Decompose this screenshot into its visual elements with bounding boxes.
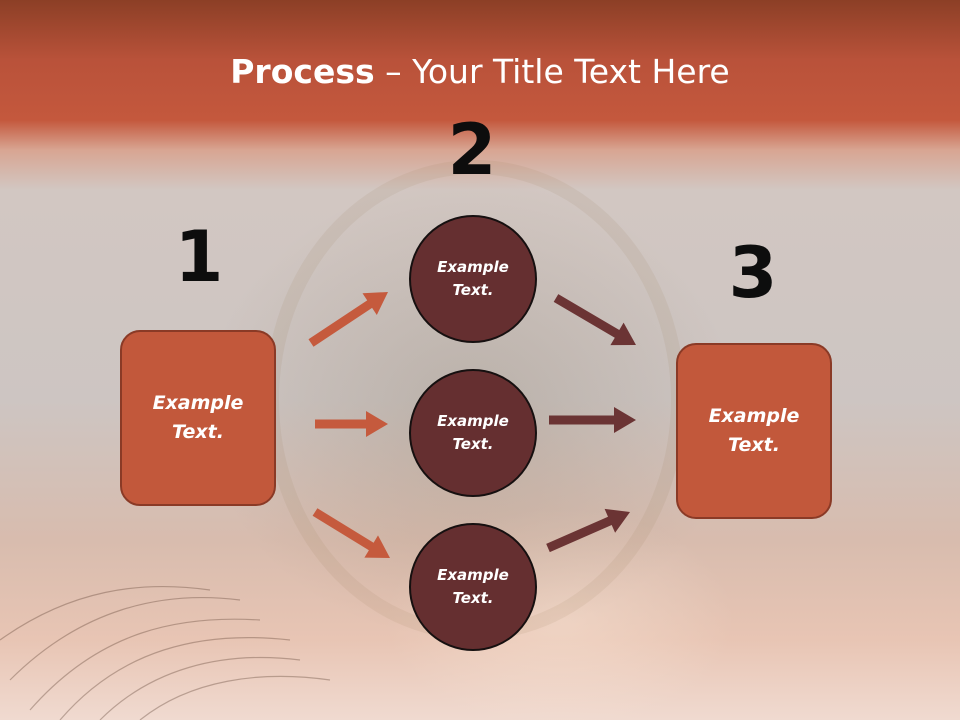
arrow-1-to-2c: [312, 508, 390, 558]
step-2-circle-3-label: Example Text.: [437, 566, 509, 607]
step-number-1: 1: [174, 216, 224, 298]
eyelash-decoration: [0, 585, 331, 720]
step-number-3: 3: [728, 232, 778, 314]
arrow-2a-to-3: [553, 294, 636, 346]
arrow-1-to-2b: [315, 411, 388, 437]
arrow-2b-to-3: [549, 407, 636, 433]
step-3-label: Example Text.: [708, 405, 800, 456]
step-1-box[interactable]: Example Text.: [120, 330, 276, 506]
step-2-circle-1[interactable]: Example Text.: [409, 215, 537, 343]
step-number-2: 2: [447, 109, 497, 191]
step-3-box[interactable]: Example Text.: [676, 343, 832, 519]
arrow-2c-to-3: [546, 508, 630, 553]
step-1-label: Example Text.: [152, 392, 244, 443]
step-2-circle-3[interactable]: Example Text.: [409, 523, 537, 651]
step-2-circle-2[interactable]: Example Text.: [409, 369, 537, 497]
slide-title: Process – Your Title Text Here: [0, 52, 960, 91]
step-2-circle-2-label: Example Text.: [437, 412, 509, 453]
title-rest: – Your Title Text Here: [374, 52, 730, 91]
step-2-circle-1-label: Example Text.: [437, 258, 509, 299]
arrow-1-to-2a: [308, 292, 388, 347]
title-bold: Process: [230, 52, 375, 91]
